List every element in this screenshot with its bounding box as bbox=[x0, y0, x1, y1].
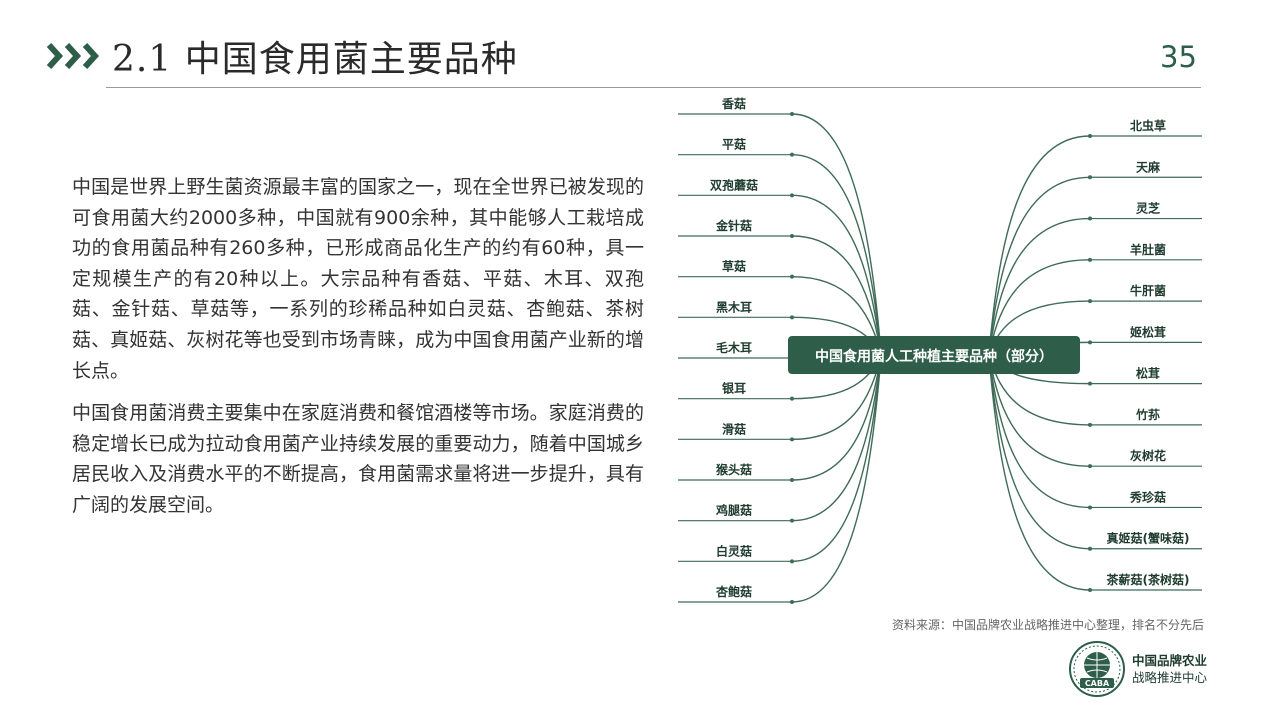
mindmap-branch-dot bbox=[1088, 381, 1092, 386]
mindmap-right-item: 茶薪菇(茶树菇) bbox=[1106, 572, 1190, 587]
mindmap-branch bbox=[989, 360, 1091, 467]
logo-name-line1: 中国品牌农业 bbox=[1132, 653, 1208, 668]
mindmap-left-item: 香菇 bbox=[721, 96, 746, 111]
mindmap-right-item: 灰树花 bbox=[1130, 448, 1166, 463]
mindmap-right-item: 北虫草 bbox=[1130, 118, 1166, 133]
logo-name-line2: 战略推进中心 bbox=[1132, 670, 1208, 685]
mindmap-branch-dot bbox=[790, 315, 794, 320]
mindmap-left-item: 银耳 bbox=[722, 381, 746, 396]
page-number: 35 bbox=[1160, 40, 1197, 74]
mindmap-branch-dot bbox=[790, 518, 794, 523]
mindmap-branch bbox=[791, 153, 881, 345]
mindmap-branch bbox=[791, 365, 881, 563]
mindmap-branch bbox=[989, 367, 1091, 591]
mindmap-branch-dot bbox=[1088, 464, 1092, 469]
mindmap-branch-dot bbox=[1088, 340, 1092, 345]
mindmap-center-label: 中国食用菌人工种植主要品种（部分） bbox=[815, 348, 1053, 365]
mindmap-center-node bbox=[788, 336, 1080, 374]
page-title: 2.1 中国食用菌主要品种 bbox=[112, 39, 518, 80]
mindmap-branch-dot bbox=[1088, 134, 1092, 138]
mindmap-right-item: 牛肝菌 bbox=[1130, 283, 1166, 298]
mindmap-left-item: 白灵菇 bbox=[716, 543, 752, 558]
mindmap-branch bbox=[989, 217, 1091, 348]
mindmap-left-item: 双孢蘑菇 bbox=[710, 177, 758, 192]
mindmap-left-item: 金针菇 bbox=[715, 218, 752, 233]
mindmap-branch-dot bbox=[790, 437, 794, 442]
mindmap-branch-dot bbox=[790, 396, 794, 401]
mindmap-branch-dot bbox=[1088, 257, 1092, 262]
svg-text:CABA: CABA bbox=[1085, 679, 1110, 688]
header-divider bbox=[106, 87, 1201, 88]
mindmap-left-item: 草菇 bbox=[722, 259, 746, 274]
mindmap-right-item: 秀珍菇 bbox=[1129, 489, 1166, 504]
mindmap-branch bbox=[791, 235, 881, 349]
mindmap-branch-dot bbox=[1088, 422, 1092, 427]
mindmap-branch-dot bbox=[790, 478, 794, 482]
mindmap-branch-dot bbox=[790, 274, 794, 279]
mindmap-branch bbox=[791, 194, 881, 347]
mindmap-branch bbox=[989, 135, 1091, 343]
mindmap-branch-dot bbox=[790, 600, 794, 604]
mindmap-branch bbox=[989, 259, 1091, 350]
mindmap-right-item: 姬松茸 bbox=[1130, 324, 1166, 339]
chevron-right-icon bbox=[46, 42, 100, 70]
mindmap-branch bbox=[989, 364, 1091, 550]
mindmap-left-item: 杏鲍菇 bbox=[715, 584, 752, 599]
mindmap-left-item: 猴头菇 bbox=[716, 462, 752, 477]
mindmap-branch-dot bbox=[790, 559, 794, 564]
mindmap-left-item: 黑木耳 bbox=[716, 299, 752, 314]
mindmap-right-item: 真姬菇(蟹味菇) bbox=[1107, 531, 1190, 546]
mindmap-right-item: 灵芝 bbox=[1136, 201, 1160, 216]
mindmap-branch-dot bbox=[1088, 216, 1092, 221]
mindmap-branch bbox=[989, 176, 1091, 346]
mindmap-branch-dot bbox=[1088, 505, 1092, 510]
mindmap-right-item: 竹荪 bbox=[1135, 407, 1160, 422]
mindmap-branch-dot bbox=[1088, 175, 1092, 180]
mindmap-left-item: 平菇 bbox=[722, 137, 746, 152]
mindmap-branch-dot bbox=[790, 152, 794, 157]
mindmap-branch bbox=[989, 362, 1091, 509]
mindmap-right-item: 天麻 bbox=[1136, 159, 1161, 174]
mindmap-branch-dot bbox=[1088, 588, 1092, 592]
mindmap-left-item: 滑菇 bbox=[722, 421, 746, 436]
mindmap-right-item: 松茸 bbox=[1136, 366, 1160, 381]
mindmap-left-item: 毛木耳 bbox=[716, 340, 752, 355]
mindmap-branch-dot bbox=[790, 234, 794, 238]
mindmap-branch-dot bbox=[1088, 299, 1092, 304]
source-note: 资料来源：中国品牌农业战略推进中心整理，排名不分先后 bbox=[891, 618, 1204, 632]
mindmap-branch-dot bbox=[790, 193, 794, 198]
mindmap-branch-dot bbox=[1088, 546, 1092, 551]
mindmap-branch bbox=[791, 361, 881, 481]
mindmap-branch-dot bbox=[790, 112, 794, 116]
paragraph: 中国食用菌消费主要集中在家庭消费和餐馆酒楼等市场。家庭消费的稳定增长已成为拉动食… bbox=[72, 402, 644, 516]
mindmap-branch bbox=[791, 363, 881, 522]
mindmap-right-item: 羊肚菌 bbox=[1130, 242, 1166, 257]
mindmap-branch bbox=[791, 113, 881, 342]
paragraph: 中国是世界上野生菌资源最丰富的国家之一，现在全世界已被发现的可食用菌大约2000… bbox=[72, 176, 644, 382]
body-text: 中国是世界上野生菌资源最丰富的国家之一，现在全世界已被发现的可食用菌大约2000… bbox=[72, 172, 644, 533]
logo-text: 中国品牌农业 战略推进中心 bbox=[1132, 652, 1207, 686]
caba-logo-icon: CABA bbox=[1069, 641, 1125, 697]
mindmap-branch bbox=[791, 368, 881, 603]
mindmap-left-item: 鸡腿菇 bbox=[715, 503, 752, 518]
